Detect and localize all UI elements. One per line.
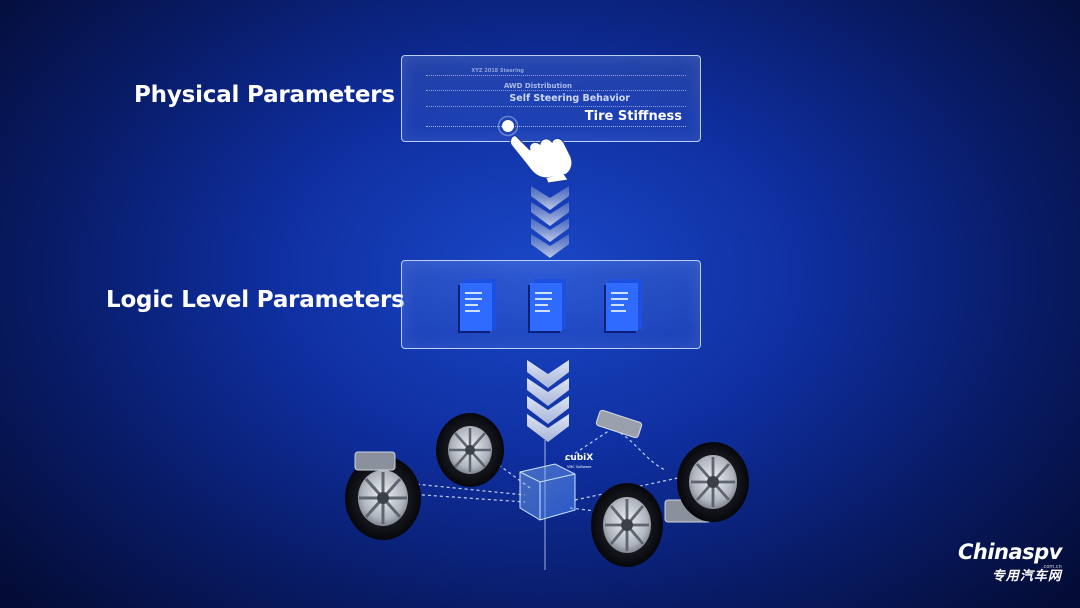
steering-unit — [595, 409, 643, 439]
logic-level-parameters-panel — [401, 260, 701, 349]
chinaspv-watermark: Chinaspv .com.cn 专用汽车网 — [958, 540, 1062, 584]
param-line-awd — [426, 90, 686, 91]
physical-parameters-label: Physical Parameters — [134, 82, 395, 108]
physical-parameters-panel: XYZ 2018 Steering AWD Distribution Self … — [401, 55, 701, 142]
wheel-rear-left — [345, 456, 421, 540]
param-text-self-steering: Self Steering Behavior — [509, 93, 630, 104]
param-line-self-steering — [426, 106, 686, 107]
param-line-tire-stiffness — [426, 126, 686, 127]
document-icon — [528, 279, 566, 333]
chevron-down-icon — [527, 360, 569, 442]
param-text-steering: XYZ 2018 Steering — [471, 68, 524, 74]
document-icon — [604, 279, 642, 333]
watermark-brand: Chinaspv — [958, 540, 1062, 564]
watermark-domain: .com.cn — [1042, 564, 1062, 570]
drive-unit — [354, 451, 396, 471]
wheel-front-right — [677, 442, 749, 522]
vehicle-chassis-illustration: cubiX VMC Software — [345, 409, 749, 570]
cubix-cube — [519, 463, 576, 521]
hand-pointer-icon — [497, 115, 573, 184]
document-icon — [458, 279, 496, 333]
watermark-subtitle: 专用汽车网 — [991, 569, 1062, 584]
logic-level-parameters-label: Logic Level Parameters — [106, 287, 405, 313]
param-text-tire-stiffness[interactable]: Tire Stiffness — [584, 109, 682, 124]
cubix-brand-label: cubiX — [565, 453, 593, 463]
param-text-awd: AWD Distribution — [503, 82, 572, 90]
chevron-down-icon — [531, 186, 569, 258]
cubix-subtitle-label: VMC Software — [567, 465, 591, 469]
param-line-steering — [426, 75, 686, 76]
wheel-rear-right — [591, 483, 663, 567]
wheel-front-left — [436, 413, 504, 487]
